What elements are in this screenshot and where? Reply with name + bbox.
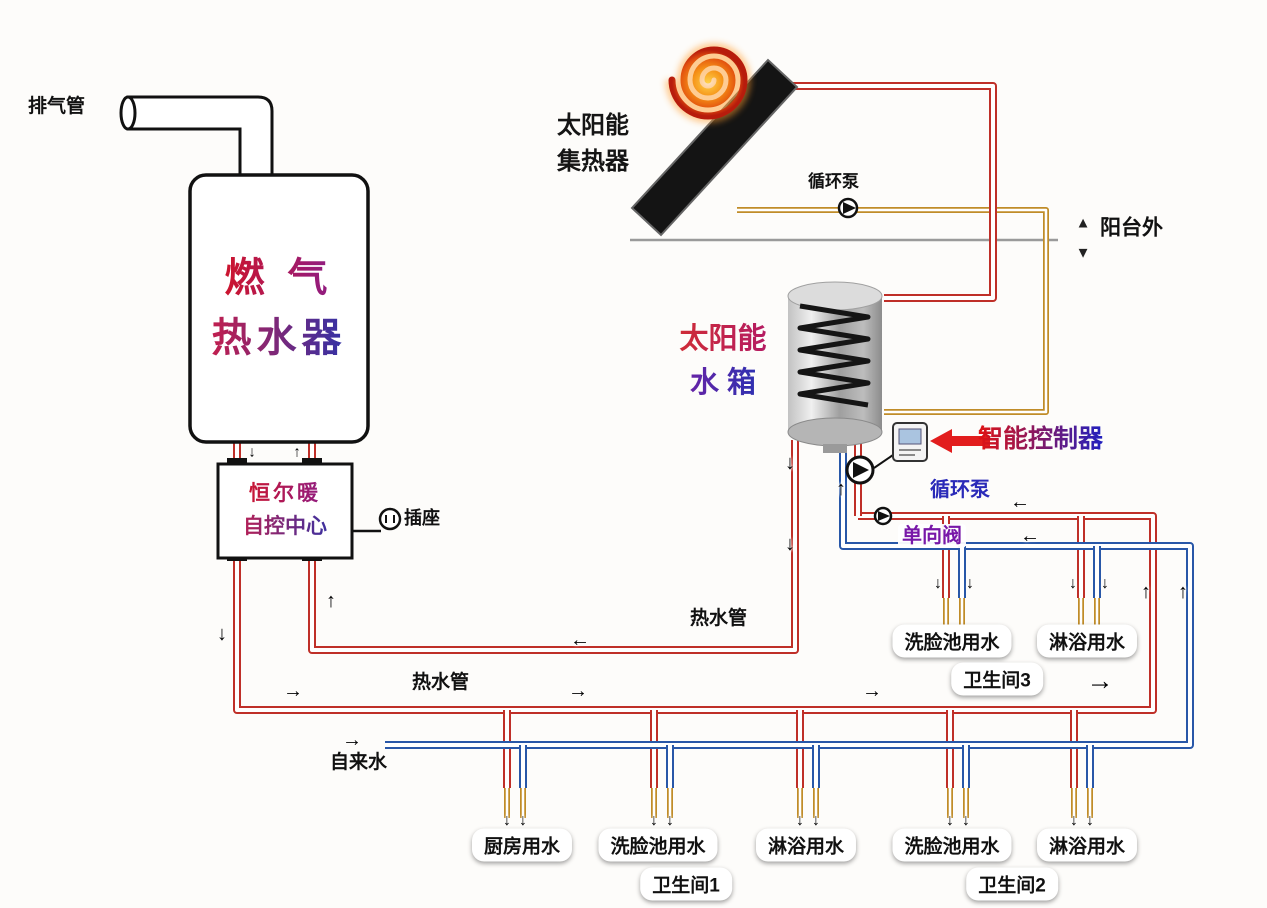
gas-heater-body bbox=[188, 173, 370, 444]
tank-pump-icon bbox=[845, 455, 875, 485]
basin-water-label-1: 洗脸池用水 bbox=[598, 828, 718, 862]
smart-controller-label: 智能控制器 bbox=[978, 425, 1104, 453]
solar-collector-label: 太阳能 集热器 bbox=[538, 108, 648, 180]
bathroom-3-label: 卫生间3 bbox=[951, 662, 1043, 696]
flow-arrow-left-icon: ← bbox=[570, 629, 590, 651]
circulation-pump-top-icon bbox=[837, 197, 859, 219]
solar-tank bbox=[787, 281, 883, 453]
flow-arrow-down-icon: ↓ bbox=[503, 812, 511, 829]
flow-arrow-down-icon: ↓ bbox=[946, 812, 954, 829]
solar-tank-label: 太阳能 水 箱 bbox=[664, 318, 782, 405]
flow-arrow-up-icon: ↑ bbox=[1141, 581, 1151, 603]
flow-arrow-up-icon: ↑ bbox=[326, 590, 336, 612]
smart-controller-arrow-icon bbox=[930, 429, 990, 453]
flow-arrow-down-icon: ↓ bbox=[812, 812, 820, 829]
flow-arrow-up-icon: ↑ bbox=[836, 478, 846, 500]
control-center-label-line1: 恒尔暖 bbox=[218, 478, 352, 511]
hot-pipe-upper-label: 热水管 bbox=[690, 608, 748, 629]
gas-heater-label-line1: 燃 气 bbox=[190, 248, 368, 308]
gas-heater-label-line2: 热水器 bbox=[190, 308, 368, 368]
flow-arrow-down-icon: ↓ bbox=[934, 575, 942, 592]
flow-arrow-up-icon: ↑ bbox=[1178, 581, 1188, 603]
flow-arrow-left-icon: ← bbox=[1010, 491, 1030, 513]
flow-arrow-right-icon: → bbox=[342, 729, 362, 751]
exhaust-pipe-label: 排气管 bbox=[28, 96, 86, 117]
circulation-pump-top-label: 循环泵 bbox=[808, 172, 859, 191]
kitchen-water-label: 厨房用水 bbox=[471, 828, 573, 862]
flow-arrow-right-icon: → bbox=[1086, 665, 1114, 696]
flow-arrow-down-icon: ↓ bbox=[1086, 812, 1094, 829]
smart-controller-device bbox=[873, 422, 928, 469]
shower-water-label-2: 淋浴用水 bbox=[1036, 828, 1138, 862]
bathroom-2-label: 卫生间2 bbox=[966, 867, 1058, 901]
tank-heat-coil bbox=[797, 303, 871, 408]
socket-label: 插座 bbox=[404, 508, 440, 528]
socket-icon bbox=[352, 507, 402, 533]
control-center-box bbox=[216, 462, 354, 560]
balcony-down-icon: ▼ bbox=[1075, 244, 1091, 262]
exhaust-pipe-shape bbox=[119, 95, 274, 182]
control-center-label: 恒尔暖 自控中心 bbox=[218, 478, 352, 543]
solar-collector-label-line1: 太阳能 bbox=[557, 112, 629, 139]
flow-arrow-down-icon: ↓ bbox=[785, 452, 795, 474]
flow-arrow-down-icon: ↓ bbox=[966, 575, 974, 592]
balcony-label: 阳台外 bbox=[1100, 216, 1163, 240]
solar-collector-label-line2: 集热器 bbox=[557, 148, 629, 175]
bathroom-1-label: 卫生间1 bbox=[640, 867, 732, 901]
flow-arrow-right-icon: → bbox=[283, 680, 303, 702]
solar-tank-label-line2: 水 箱 bbox=[664, 362, 782, 406]
flow-arrow-down-icon: ↓ bbox=[666, 812, 674, 829]
flow-arrow-right-icon: → bbox=[862, 680, 882, 702]
flow-arrow-up-icon: ↑ bbox=[293, 443, 301, 461]
check-valve-label: 单向阀 bbox=[898, 524, 966, 548]
flow-arrow-down-icon: ↓ bbox=[248, 443, 256, 461]
flow-arrow-down-icon: ↓ bbox=[650, 812, 658, 829]
hot-pipe-lower-label: 热水管 bbox=[412, 672, 470, 693]
shower-water-label-3: 淋浴用水 bbox=[1036, 624, 1138, 658]
solar-tank-label-line1: 太阳能 bbox=[664, 318, 782, 362]
flow-arrow-down-icon: ↓ bbox=[962, 812, 970, 829]
circulation-pump-mid-label: 循环泵 bbox=[930, 479, 990, 501]
flow-arrow-left-icon: ← bbox=[1020, 525, 1040, 547]
circulation-pump-mid-icon bbox=[873, 506, 893, 526]
basin-water-label-3: 洗脸池用水 bbox=[892, 624, 1012, 658]
balcony-up-icon: ▲ bbox=[1075, 214, 1091, 232]
flow-arrow-down-icon: ↓ bbox=[519, 812, 527, 829]
flow-arrow-down-icon: ↓ bbox=[1069, 575, 1077, 592]
flow-arrow-down-icon: ↓ bbox=[785, 533, 795, 555]
gas-heater-label: 燃 气 热水器 bbox=[190, 248, 368, 368]
shower-water-label-1: 淋浴用水 bbox=[755, 828, 857, 862]
flow-arrow-right-icon: → bbox=[568, 680, 588, 702]
flow-arrow-down-icon: ↓ bbox=[1070, 812, 1078, 829]
flow-arrow-down-icon: ↓ bbox=[217, 623, 227, 645]
control-center-label-line2: 自控中心 bbox=[218, 511, 352, 544]
tap-water-label: 自来水 bbox=[330, 752, 388, 773]
flow-arrow-down-icon: ↓ bbox=[796, 812, 804, 829]
flow-arrow-down-icon: ↓ bbox=[1101, 575, 1109, 592]
basin-water-label-2: 洗脸池用水 bbox=[892, 828, 1012, 862]
